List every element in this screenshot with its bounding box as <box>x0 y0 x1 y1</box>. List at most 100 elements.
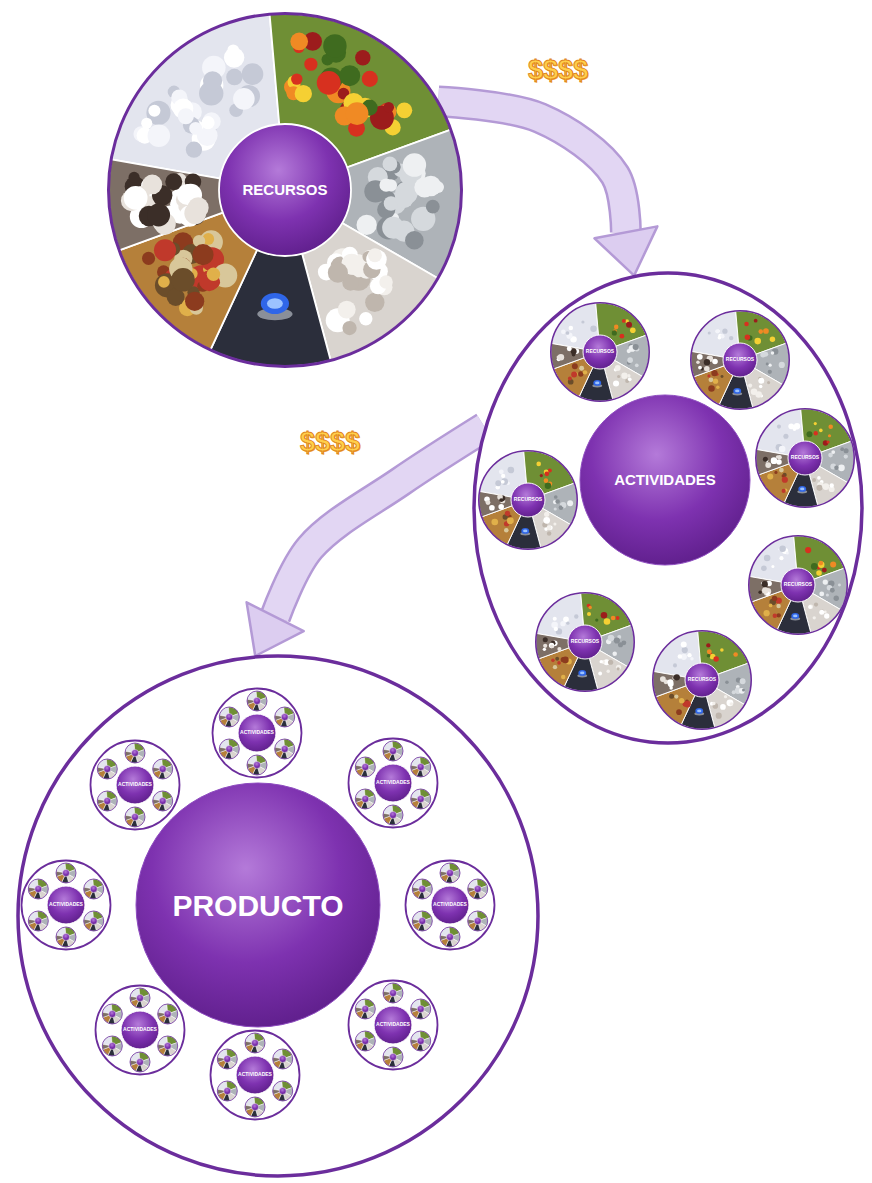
photo-detail <box>713 656 718 661</box>
photo-detail <box>491 519 498 526</box>
photo-detail <box>557 357 561 361</box>
photo-detail <box>779 545 786 552</box>
mini-wheel <box>153 759 173 779</box>
wheel-rim <box>158 1036 178 1056</box>
wheel-rim <box>219 739 239 759</box>
wheel-rim <box>355 999 375 1019</box>
wheel-rim <box>273 1081 293 1101</box>
center-disc <box>136 783 380 1027</box>
photo-detail <box>758 590 762 594</box>
wheel-rim <box>56 927 76 947</box>
center-disc <box>390 812 397 819</box>
center-disc <box>224 1056 231 1063</box>
photo-detail <box>682 647 688 653</box>
photo-detail <box>628 378 632 382</box>
photo-detail <box>561 330 566 335</box>
mini-wheel <box>97 759 117 779</box>
wheel-rim <box>551 303 649 401</box>
wheel-rim <box>247 755 267 775</box>
photo-detail <box>189 122 202 135</box>
photo-detail <box>192 244 213 265</box>
photo-detail <box>501 478 508 485</box>
photo-detail <box>355 50 370 65</box>
shape-group <box>91 741 180 830</box>
node-label: ACTIVIDADES <box>376 1022 410 1028</box>
photo-detail <box>379 275 392 288</box>
wheel-rim <box>440 927 460 947</box>
photo-detail <box>346 102 369 125</box>
photo-detail <box>826 593 829 596</box>
photo-detail <box>568 376 572 380</box>
shape-group <box>349 739 438 828</box>
resource-wheel: RECURSOS <box>107 12 463 368</box>
mini-wheel <box>158 1004 178 1024</box>
mini-wheel <box>355 789 375 809</box>
shape-group <box>691 311 789 409</box>
center-disc <box>362 764 369 771</box>
center-disc <box>63 870 70 877</box>
resource-wheel-small: RECURSOS <box>550 302 650 402</box>
mini-wheel <box>245 1033 265 1053</box>
photo-detail <box>813 616 816 619</box>
photo-detail <box>678 654 683 659</box>
photo-detail <box>711 370 717 376</box>
activity-circle-small: ACTIVIDADES <box>347 737 439 829</box>
center-disc <box>254 698 261 705</box>
wheel-rim <box>102 1036 122 1056</box>
photo-detail <box>707 649 712 654</box>
mini-wheel <box>411 1031 431 1051</box>
mini-wheel <box>28 879 48 899</box>
photo-detail <box>817 476 821 480</box>
wheel-rim <box>56 863 76 883</box>
photo-detail <box>844 454 848 458</box>
center-disc <box>511 483 545 517</box>
mini-wheel <box>217 1081 237 1101</box>
ring-outline <box>349 981 438 1070</box>
center-disc <box>137 1059 144 1066</box>
center-disc <box>137 995 144 1002</box>
photo-detail <box>708 331 711 334</box>
center-disc <box>781 568 815 602</box>
photo-detail <box>673 676 677 680</box>
center-disc <box>583 335 617 369</box>
photo-detail <box>698 366 702 370</box>
photo-detail <box>186 142 202 158</box>
wheel-rim <box>125 743 145 763</box>
center-disc <box>390 748 397 755</box>
photo-detail <box>499 498 503 502</box>
wheel-rim <box>536 593 634 691</box>
photo-detail <box>809 605 814 610</box>
center-disc <box>723 343 757 377</box>
wheel-rim <box>84 911 104 931</box>
mini-wheel <box>130 988 150 1008</box>
photo-detail <box>814 603 818 607</box>
photo-detail <box>779 446 786 453</box>
photo-detail <box>786 551 789 554</box>
photo-detail <box>709 377 714 382</box>
photo-detail <box>554 495 558 499</box>
photo-detail <box>838 584 841 587</box>
center-disc <box>109 1011 116 1018</box>
photo-detail <box>572 363 578 369</box>
center-disc <box>374 764 412 802</box>
photo-detail <box>806 431 812 437</box>
photo-detail <box>608 660 613 665</box>
photo-detail <box>295 85 312 102</box>
photo-detail <box>607 669 610 672</box>
photo-detail <box>495 480 501 486</box>
photo-detail <box>544 478 549 483</box>
photo-detail <box>508 467 515 474</box>
photo-detail <box>707 374 710 377</box>
photo-detail <box>718 336 722 340</box>
photo-detail <box>763 328 769 334</box>
photo-detail <box>758 378 764 384</box>
photo-detail <box>708 385 715 392</box>
photo-detail <box>601 612 608 619</box>
photo-detail <box>716 713 722 719</box>
photo-detail <box>834 596 839 601</box>
photo-detail <box>776 455 779 458</box>
photo-detail <box>598 672 602 676</box>
gas-flame <box>578 670 586 676</box>
photo-detail <box>617 667 620 670</box>
photo-detail <box>617 375 620 378</box>
